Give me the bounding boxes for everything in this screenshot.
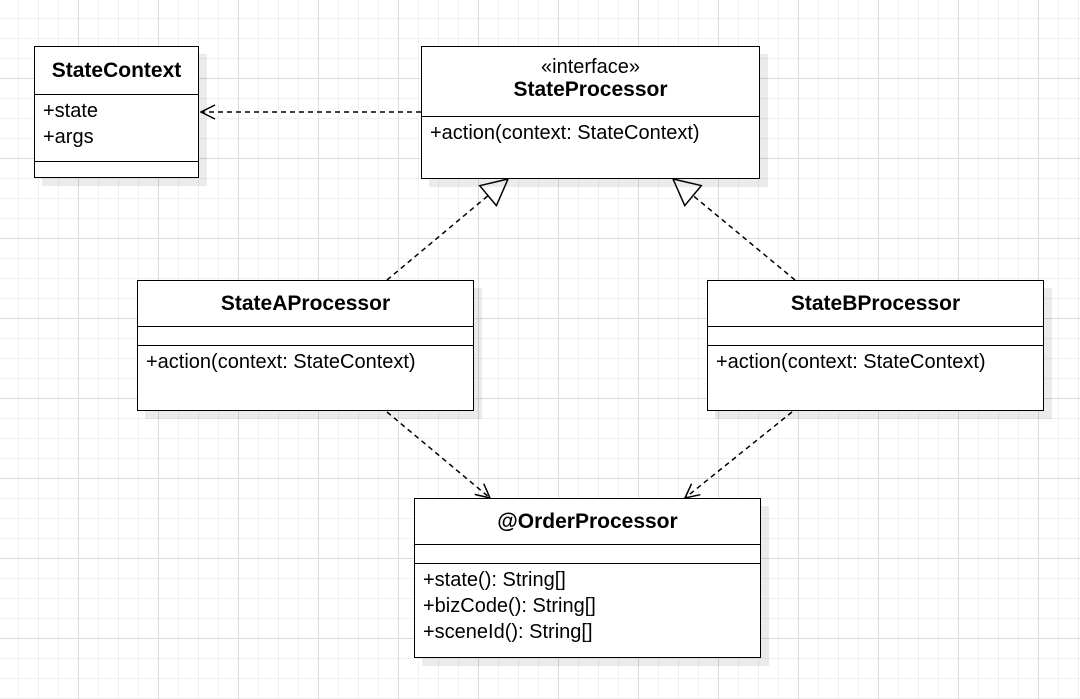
class-state-a-processor[interactable]: StateAProcessor +action(context: StateCo…: [137, 280, 474, 411]
class-header: StateContext: [35, 47, 198, 95]
attributes-section: [415, 545, 760, 563]
class-order-processor[interactable]: @OrderProcessor +state(): String[] +bizC…: [414, 498, 761, 658]
class-header: «interface» StateProcessor: [422, 47, 759, 117]
attribute-item: +state: [43, 100, 99, 122]
operation-item: +action(context: StateContext): [716, 351, 986, 373]
class-state-processor[interactable]: «interface» StateProcessor +action(conte…: [421, 46, 760, 179]
dependency-state-a-to-order-processor[interactable]: [386, 411, 490, 498]
class-stereotype: «interface»: [541, 56, 640, 78]
operations-section: +state(): String[] +bizCode(): String[] …: [415, 563, 760, 656]
attributes-section: +state +args: [35, 95, 198, 161]
class-name: StateProcessor: [513, 78, 668, 101]
class-header: StateAProcessor: [138, 281, 473, 327]
operation-item: +action(context: StateContext): [430, 122, 700, 144]
attribute-item: +args: [43, 126, 94, 148]
operations-section: +action(context: StateContext): [138, 345, 473, 409]
operation-item: +sceneId(): String[]: [423, 621, 593, 643]
attributes-section: [708, 327, 1043, 345]
attributes-section: [138, 327, 473, 345]
class-header: @OrderProcessor: [415, 499, 760, 545]
operations-section: +action(context: StateContext): [422, 117, 759, 178]
class-name: StateAProcessor: [220, 292, 391, 315]
realization-state-a-to-state-processor[interactable]: [386, 179, 508, 281]
operation-item: +state(): String[]: [423, 569, 566, 591]
operation-item: +bizCode(): String[]: [423, 595, 596, 617]
operation-item: +action(context: StateContext): [146, 351, 416, 373]
operations-section: +action(context: StateContext): [708, 345, 1043, 409]
class-name: StateContext: [51, 59, 182, 82]
realization-state-b-to-state-processor[interactable]: [673, 179, 796, 281]
operations-section: [35, 161, 198, 177]
class-state-b-processor[interactable]: StateBProcessor +action(context: StateCo…: [707, 280, 1044, 411]
class-name: @OrderProcessor: [497, 510, 678, 533]
class-name: StateBProcessor: [790, 292, 961, 315]
class-header: StateBProcessor: [708, 281, 1043, 327]
class-state-context[interactable]: StateContext +state +args: [34, 46, 199, 178]
dependency-state-b-to-order-processor[interactable]: [685, 411, 793, 498]
